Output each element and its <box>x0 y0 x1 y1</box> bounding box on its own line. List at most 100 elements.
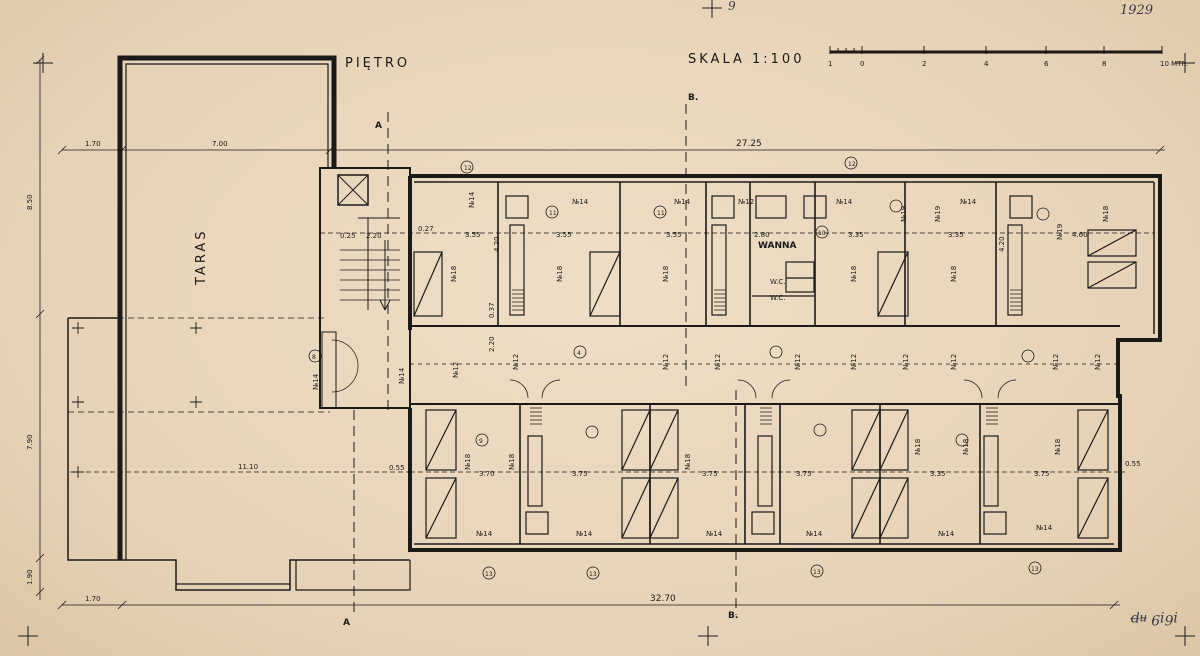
room-width-top: 3.35 <box>948 231 964 239</box>
terrace-label: TARAS <box>194 229 209 286</box>
dimension-bottom-left: 1.70 <box>85 595 101 603</box>
circle-mark-label: 13 <box>485 571 493 578</box>
circle-marks <box>308 156 1050 580</box>
registration-marks <box>18 0 1195 646</box>
circle-mark-label: 11 <box>549 210 557 217</box>
room-number: №18 <box>962 439 970 455</box>
room-number: №12 <box>662 354 670 370</box>
room-number: №12 <box>738 198 754 206</box>
room-width-top: 3.35 <box>848 231 864 239</box>
room-number: №12 <box>950 354 958 370</box>
room-height: 4.20 <box>493 236 501 252</box>
room-number: №12 <box>1052 354 1060 370</box>
room-width-bottom: 3.35 <box>930 470 946 478</box>
room-number: №12 <box>850 354 858 370</box>
section-marker-b: B. <box>728 611 738 621</box>
circle-mark-label: 13 <box>1031 566 1039 573</box>
room-number: №12 <box>794 354 802 370</box>
room-number: №14 <box>706 530 723 538</box>
room-number: №14 <box>938 530 955 538</box>
staircase <box>319 167 411 409</box>
circle-mark-label: 11 <box>657 210 665 217</box>
circle-mark-label: 12 <box>848 161 856 168</box>
circle-mark-label: 13 <box>813 569 821 576</box>
dimension-overall-bottom: 32.70 <box>650 594 676 604</box>
room-number: №14 <box>476 530 493 538</box>
room-number: №19 <box>934 206 942 222</box>
section-marker-b: B. <box>688 93 698 103</box>
dimension-corridor-width: 2.20 <box>488 336 496 352</box>
room-number: №18 <box>662 266 670 282</box>
room-number: №12 <box>452 362 460 378</box>
room-width-bottom: 3.70 <box>479 470 495 478</box>
dimension-side-small: 0.55 <box>389 464 405 472</box>
room-number: №12 <box>714 354 722 370</box>
room-width-top: 2.80 <box>754 231 770 239</box>
room-number: №14 <box>576 530 593 538</box>
room-width-top: 3.55 <box>666 231 682 239</box>
room-width-bottom: 3.75 <box>702 470 718 478</box>
circle-mark-label: 8 <box>312 354 316 361</box>
room-width-top: 3.55 <box>556 231 572 239</box>
dimension-side-small3: 0.55 <box>1125 460 1141 468</box>
room-number: №18 <box>508 454 516 470</box>
room-labels: №14 №14 №14 №12 №14 №14 №19 №19 №19 №18 … <box>398 191 1110 538</box>
room-number: №14 <box>1036 524 1053 532</box>
room-number: №19 <box>900 206 908 222</box>
scale-tick-label: 2 <box>922 60 926 68</box>
dimension-stair-small3: 0.37 <box>488 302 496 318</box>
room-number: №14 <box>806 530 823 538</box>
circle-mark-label: 9 <box>479 438 483 445</box>
circle-mark-label: 13 <box>589 571 597 578</box>
dimension-terrace-mid: 11.10 <box>238 463 258 471</box>
dimension-top-left: 1.70 <box>85 140 101 148</box>
dimension-left-upper: 8.50 <box>26 194 34 210</box>
door-swings <box>509 379 1017 399</box>
section-marker-a: A <box>343 618 350 628</box>
windows <box>430 175 1086 551</box>
dimension-stair-small2: 0.27 <box>418 225 434 233</box>
furniture-bottom <box>425 409 1109 539</box>
room-number: №18 <box>684 454 692 470</box>
corner-note: 9 <box>728 0 736 13</box>
axis-lines <box>353 104 737 615</box>
room-number: №18 <box>450 266 458 282</box>
scale-label: SKALA 1:100 <box>688 52 804 67</box>
stair-room-number: №14 <box>312 373 320 390</box>
scale-tick-label: 0 <box>860 60 864 68</box>
room-height: 4.20 <box>998 236 1006 252</box>
room-number: №14 <box>960 198 977 206</box>
room-number: №18 <box>464 454 472 470</box>
room-number: №14 <box>572 198 589 206</box>
dimension-lines <box>35 55 1165 610</box>
terrace: TARAS <box>67 55 411 591</box>
room-number: №14 <box>398 367 406 384</box>
room-number: №19 <box>1056 224 1064 240</box>
room-number: №18 <box>1054 439 1062 455</box>
scale-tick-label: 6 <box>1044 60 1049 68</box>
floor-title: PIĘTRO <box>345 56 410 71</box>
radiators <box>512 289 1022 425</box>
room-width-top: 3.55 <box>465 231 481 239</box>
scale-tick-label: 1 <box>828 60 832 68</box>
scale-bar: 1 0 2 4 6 8 10 MTR. <box>828 46 1188 68</box>
room-number: №18 <box>850 266 858 282</box>
dimension-left-lower: 7.90 <box>26 434 34 450</box>
dimension-stair-small: 0.25 <box>340 232 356 240</box>
circle-mark-label: 12 <box>464 165 472 172</box>
room-number: №18 <box>914 439 922 455</box>
year-note: 1929 <box>1120 3 1153 18</box>
room-number: №14 <box>836 198 853 206</box>
room-number: №12 <box>1094 354 1102 370</box>
circle-mark-label: 4 <box>577 350 581 357</box>
room-number: №18 <box>950 266 958 282</box>
corridor <box>410 325 1120 405</box>
room-number: №18 <box>1102 206 1110 222</box>
room-width-top: 4.60 <box>1072 231 1088 239</box>
wc-label: W.C. <box>770 294 785 302</box>
room-number: №14 <box>468 191 476 208</box>
dimension-terrace-top: 7.00 <box>212 140 228 148</box>
circle-mark-label: 10 <box>818 230 826 237</box>
